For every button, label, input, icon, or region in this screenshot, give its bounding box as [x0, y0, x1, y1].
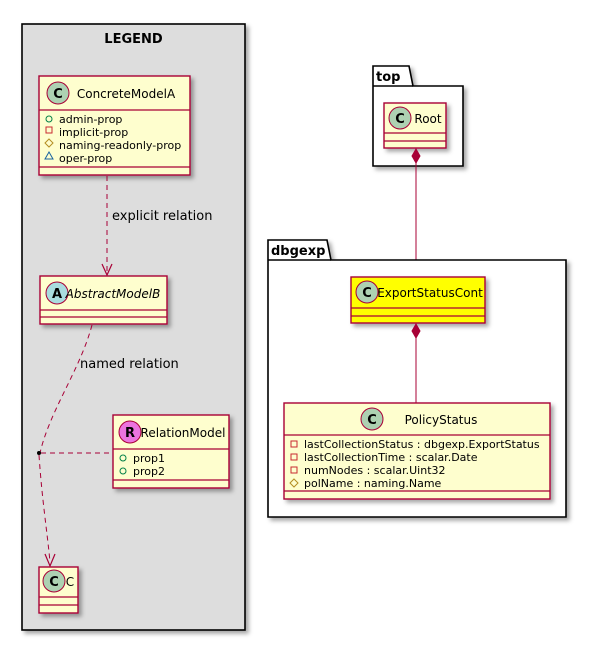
- legend-title: LEGEND: [104, 32, 163, 47]
- arrow-head: [44, 553, 56, 568]
- member-pol-name: polName : naming.Name: [304, 477, 442, 490]
- member-implicit-prop: implicit-prop: [59, 126, 128, 139]
- protected-visibility-icon: [44, 138, 54, 148]
- class-name: ConcreteModelA: [77, 87, 176, 101]
- member-last-collection-status: lastCollectionStatus : dbgexp.ExportStat…: [304, 438, 540, 451]
- composition-export-policy: [411, 322, 421, 403]
- composition-diamond: [411, 147, 421, 165]
- package-visibility-icon: [44, 150, 54, 160]
- member-prop2: prop2: [133, 465, 165, 478]
- class-stereotype-icon: [388, 106, 412, 130]
- class-name: RelationModel: [141, 426, 226, 440]
- member-naming-readonly-prop: naming-readonly-prop: [59, 139, 181, 152]
- member-oper-prop: oper-prop: [59, 152, 112, 165]
- class-root[interactable]: C Root: [383, 102, 447, 149]
- composition-root-export: [411, 147, 421, 276]
- class-export-status-cont[interactable]: C ExportStatusCont: [350, 276, 486, 324]
- public-visibility-icon: [119, 454, 127, 462]
- stereotype-letter: C: [49, 575, 59, 590]
- private-visibility-icon: [290, 453, 298, 461]
- class-stereotype-icon: [46, 81, 70, 105]
- package-label: dbgexp: [271, 244, 325, 259]
- member-last-collection-time: lastCollectionTime : scalar.Date: [304, 451, 478, 464]
- class-name: C: [66, 575, 74, 589]
- stereotype-letter: C: [362, 286, 372, 301]
- class-stereotype-icon: [42, 569, 66, 593]
- class-stereotype-icon: [360, 407, 384, 431]
- stereotype-letter: C: [367, 413, 377, 428]
- explicit-relation-edge: explicit relation: [101, 176, 212, 277]
- stereotype-letter: A: [52, 287, 62, 302]
- relation-stereotype-icon: [118, 420, 142, 444]
- public-visibility-icon: [119, 467, 127, 475]
- class-name: PolicyStatus: [405, 413, 478, 427]
- class-c[interactable]: C C: [38, 566, 79, 614]
- arrow-head: [101, 263, 113, 277]
- member-prop1: prop1: [133, 452, 165, 465]
- named-relation-edge: named relation: [37, 324, 179, 568]
- private-visibility-icon: [290, 466, 298, 474]
- protected-visibility-icon: [289, 478, 299, 488]
- class-abstract-model-b[interactable]: A AbstractModelB: [39, 275, 168, 325]
- stereotype-letter: R: [125, 426, 135, 441]
- private-visibility-icon: [290, 440, 298, 448]
- package-label: top: [376, 70, 400, 85]
- composition-diamond: [411, 322, 421, 340]
- class-concrete-model-a[interactable]: C ConcreteModelA admin-prop implicit-pro…: [38, 75, 191, 176]
- stereotype-letter: C: [53, 87, 63, 102]
- class-name: Root: [414, 112, 441, 126]
- named-relation-label: named relation: [80, 357, 179, 372]
- class-stereotype-icon: [355, 280, 379, 304]
- member-num-nodes: numNodes : scalar.Uint32: [304, 464, 446, 477]
- stereotype-letter: C: [395, 112, 405, 127]
- abstract-stereotype-icon: [45, 281, 69, 305]
- class-policy-status[interactable]: C PolicyStatus lastCollectionStatus : db…: [283, 402, 551, 500]
- explicit-relation-label: explicit relation: [112, 209, 212, 224]
- class-name: AbstractModelB: [65, 287, 161, 301]
- class-relation-model[interactable]: R RelationModel prop1 prop2: [112, 414, 230, 489]
- class-name: ExportStatusCont: [377, 286, 483, 300]
- association-point: [37, 451, 41, 455]
- public-visibility-icon: [45, 115, 53, 123]
- private-visibility-icon: [45, 126, 53, 134]
- member-admin-prop: admin-prop: [59, 113, 122, 126]
